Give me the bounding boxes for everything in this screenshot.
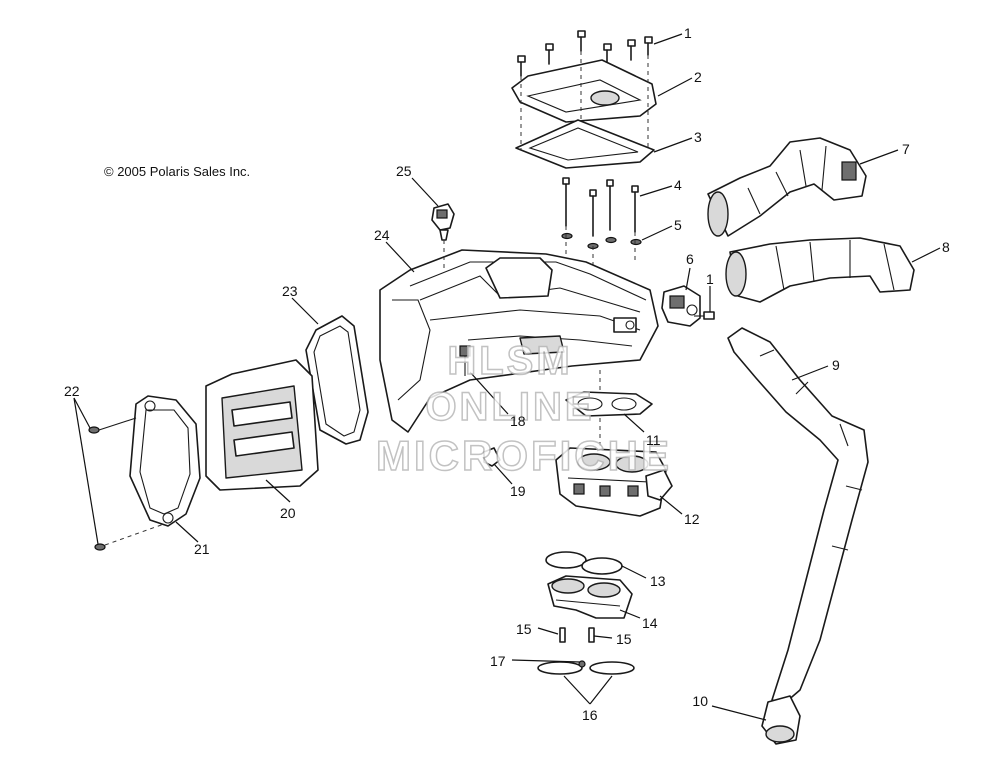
callout-7: 7 xyxy=(902,141,910,157)
callout-21: 21 xyxy=(194,541,210,557)
watermark-line-1: HLSM xyxy=(447,339,572,383)
part-20-air-filter xyxy=(205,359,319,491)
part-9-vent-hose xyxy=(727,327,869,703)
part-8-intake-duct-2 xyxy=(725,237,915,303)
callout-5: 5 xyxy=(674,217,682,233)
callout-13: 13 xyxy=(650,573,666,589)
part-1-side-screw xyxy=(694,311,715,320)
part-10-hose-fitting xyxy=(761,695,801,745)
callout-3: 3 xyxy=(694,129,702,145)
part-22-door-screws xyxy=(88,417,165,551)
callout-16: 16 xyxy=(582,707,598,723)
part-7-intake-duct xyxy=(707,137,867,237)
callout-14: 14 xyxy=(642,615,658,631)
callout-12: 12 xyxy=(684,511,700,527)
part-12-throttle-body xyxy=(555,447,673,517)
part-25-temperature-sensor xyxy=(431,203,455,268)
part-2-airbox-cover xyxy=(511,59,657,123)
part-23-filter-seal xyxy=(305,315,369,445)
part-13-o-rings xyxy=(545,551,623,575)
part-18-drain-fitting xyxy=(459,345,471,376)
part-5-washers xyxy=(561,232,642,250)
callout-19: 19 xyxy=(510,483,526,499)
callout-23: 23 xyxy=(282,283,298,299)
callout-4: 4 xyxy=(674,177,682,193)
callout-10: 10 xyxy=(692,693,708,709)
watermark-line-2: ONLINE xyxy=(425,385,594,429)
callout-17: 17 xyxy=(490,653,506,669)
part-14-intake-boots xyxy=(547,575,633,619)
callout-1-side: 1 xyxy=(706,271,714,287)
callout-15-right: 15 xyxy=(616,631,632,647)
callout-9: 9 xyxy=(832,357,840,373)
part-3-cover-gasket xyxy=(515,119,655,169)
callout-20: 20 xyxy=(280,505,296,521)
part-15-pins xyxy=(559,627,595,643)
part-16-clamps xyxy=(537,660,635,675)
callout-15-left: 15 xyxy=(516,621,532,637)
part-6-throttle-position-sensor xyxy=(661,285,701,327)
callout-8: 8 xyxy=(942,239,950,255)
callout-18: 18 xyxy=(510,413,526,429)
callout-1: 1 xyxy=(684,25,692,41)
leader-lines xyxy=(73,33,941,721)
watermark-line-3: MICROFICHE xyxy=(376,432,672,479)
part-19-grommet xyxy=(483,447,501,467)
watermark: HLSM ONLINE MICROFICHE xyxy=(375,338,672,480)
part-24-airbox-housing xyxy=(379,249,659,433)
callout-11: 11 xyxy=(646,432,661,448)
part-4-long-bolts xyxy=(562,177,639,237)
callout-labels: 1 1 2 3 4 5 6 7 8 9 10 11 12 13 14 15 15… xyxy=(64,25,950,723)
copyright-text: © 2005 Polaris Sales Inc. xyxy=(104,164,250,179)
callout-6: 6 xyxy=(686,251,694,267)
callout-24: 24 xyxy=(374,227,390,243)
callout-2: 2 xyxy=(694,69,702,85)
part-1-top-screws xyxy=(517,30,653,77)
callout-22: 22 xyxy=(64,383,80,399)
part-11-throttle-body-gasket xyxy=(565,391,653,417)
part-21-airbox-door xyxy=(129,395,201,527)
callout-25: 25 xyxy=(396,163,412,179)
